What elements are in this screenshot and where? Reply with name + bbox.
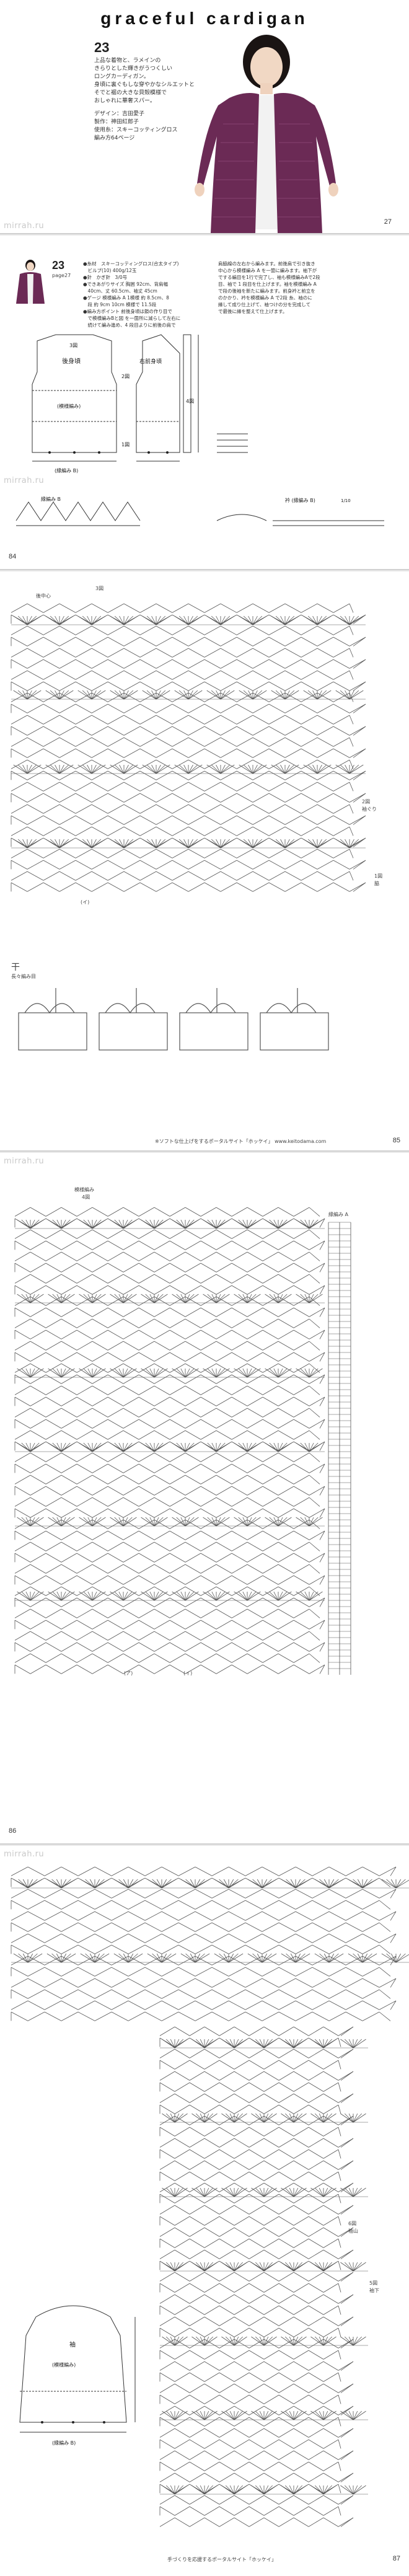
diagram-5-label: 5図: [369, 2280, 378, 2286]
watermark: mirrah.ru: [4, 1850, 45, 1859]
magazine-page-3: 3図 後中心 2図 袖ぐり 1図 脇 (イ) 干 長々編み目 ※ソフトな仕上げを…: [0, 571, 409, 1150]
pattern-label: (模様編み): [57, 403, 81, 409]
legend-title: 長々編み目: [11, 974, 36, 979]
magazine-page-4: mirrah.ru 模様編み 4図 縁編み A (ア) (イ) 86: [0, 1153, 409, 1843]
collar-label: 衿 (縁編み B): [285, 497, 315, 503]
sleeve-pattern-label: (模様編み): [52, 2362, 76, 2368]
side-label: 脇: [374, 881, 379, 886]
page-separator: [0, 569, 409, 570]
thumbnail-photo: [16, 260, 45, 304]
pattern-number: 23: [94, 40, 110, 55]
magazine-page-5: mirrah.ru 6図 袖山 5図 袖下 袖 (模様編み) (縁編み B) 手…: [0, 1846, 409, 2576]
page-number: 85: [392, 1137, 400, 1144]
edge-pattern-label: (縁編み B): [55, 467, 78, 474]
edge-pattern-b-chart: 縁編み B: [15, 496, 141, 526]
model-photo: [195, 35, 338, 233]
magazine-page-2: 23 page27 ●糸材 スキーコッティングロス(合太タイプ) ビルプ(10)…: [0, 236, 409, 569]
crochet-chart-4: [14, 1207, 325, 1674]
footer-text: 手づくりを応援するポータルサイト「ホッケイ」: [167, 2557, 276, 2562]
page-reference: page27: [52, 273, 71, 278]
page-number: 27: [384, 218, 392, 226]
watermark: mirrah.ru: [4, 221, 45, 231]
description-text: 上品な着物と、ラメインの きらりとした輝きがうつくしい ロングカーディガン。 身…: [94, 58, 195, 104]
page-number: 86: [9, 1827, 17, 1835]
underarm-label: 袖下: [369, 2288, 379, 2293]
page-separator: [0, 1843, 409, 1845]
note-4-label: 4図: [186, 399, 194, 404]
crochet-chart-5-top: [11, 1866, 409, 2021]
legend-symbol: 干: [11, 963, 20, 973]
armhole-label: 袖ぐり: [362, 806, 377, 812]
page-number: 87: [392, 2555, 400, 2562]
stitch-steps-illustration: [18, 988, 329, 1051]
crochet-chart-5-sleeve: [159, 2026, 368, 2527]
footer-text: ※ソフトな仕上げをするポータルサイト「ホッケイ」 www.keitodama.c…: [155, 1139, 327, 1144]
note-2-label: 2図: [121, 374, 130, 379]
back-label: 後身頃: [62, 357, 81, 365]
watermark: mirrah.ru: [4, 1157, 45, 1166]
note-b: (イ): [183, 1670, 193, 1676]
crochet-chart-3: [11, 603, 366, 892]
credits-text: デザイン：吉田愛子 製作：神田紅郎子 使用糸：スキーコッティングロス 編み方64…: [94, 111, 178, 141]
instructions-text: 肩脇線の左右から編みます。前後肩で引き抜き中心から模様編み A を一箇に編みます…: [218, 261, 320, 314]
sleeve-schematic: 袖 (模様編み) (縁編み B): [19, 2305, 136, 2446]
page-title: graceful cardigan: [100, 9, 309, 28]
collar-diagram: 衿 (縁編み B) 1/10: [216, 497, 384, 526]
page-number: 84: [9, 553, 17, 560]
diagram-1-label: 1図: [374, 873, 383, 879]
sleeve-edge-label: (縁編み B): [52, 2440, 76, 2446]
edge-pattern-b-label: 縁編み B: [41, 496, 61, 502]
note-1-label: 1図: [121, 442, 130, 448]
back-center-label: 後中心: [36, 593, 51, 599]
edge-pattern-a-label: 縁編み A: [328, 1212, 349, 1217]
sleeve-cap-label: 袖山: [348, 2228, 358, 2234]
diagram-6-label: 6図: [348, 2221, 357, 2226]
edge-band-chart: [328, 1222, 351, 1675]
schematic-diagram: 後身頃 (模様編み) 右前身頃 (縁編み B) 3図 2図 1図 4図: [32, 334, 248, 474]
page-separator: [0, 1150, 409, 1152]
note-i: (イ): [81, 899, 90, 905]
pattern-number: 23: [52, 259, 65, 271]
pattern-label: 模様編み: [74, 1187, 94, 1193]
right-front-label: 右前身頃: [139, 358, 162, 365]
materials-text: ●糸材 スキーコッティングロス(合太タイプ) ビルプ(10) 400g/12玉 …: [83, 261, 181, 328]
sleeve-title: 袖: [69, 2340, 76, 2349]
note-a: (ア): [124, 1670, 133, 1676]
watermark: mirrah.ru: [4, 476, 45, 485]
diagram-4-label: 4図: [82, 1194, 90, 1200]
ratio-label: 1/10: [341, 498, 351, 503]
page-separator: [0, 233, 409, 234]
note-3-label: 3図: [69, 343, 77, 348]
diagram-2-label: 2図: [362, 799, 371, 805]
diagram-3-label: 3図: [95, 586, 104, 591]
magazine-page-1: graceful cardigan 23 上品な着物と、ラメインの きらりとした…: [0, 0, 409, 233]
